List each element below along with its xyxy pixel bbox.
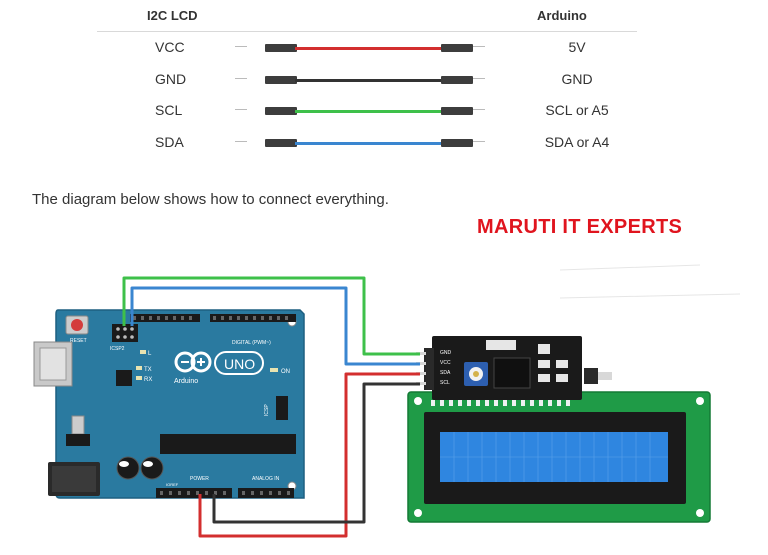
icsp2-header — [112, 324, 138, 342]
arduino-pin-label: 5V — [568, 39, 586, 55]
arduino-pin-label: GND — [561, 71, 593, 87]
icsp2-label: ICSP2 — [110, 346, 125, 352]
wire-stub — [473, 46, 485, 47]
wire-stub — [235, 141, 247, 142]
i2c-pin-label: VCC — [440, 360, 451, 366]
wire-red-vcc — [198, 372, 420, 538]
wire-plug — [441, 44, 473, 52]
usb-chip — [116, 370, 132, 386]
table-row: SCL SCL or A5 — [97, 101, 637, 121]
wire-stub — [235, 46, 247, 47]
wire-plug — [441, 139, 473, 147]
intro-text: The diagram below shows how to connect e… — [32, 191, 389, 208]
ioref-label: IOREF — [166, 482, 179, 487]
wiring-diagram: RESET ICSP2 DIGITAL (PWM~) UNO — [33, 264, 741, 538]
backlight-jumper — [584, 368, 598, 384]
table-row: VCC 5V — [97, 38, 637, 58]
atmega-chip — [160, 434, 296, 454]
rx-label: RX — [144, 377, 152, 383]
lcd-pin-label: VCC — [155, 39, 185, 55]
digital-label: DIGITAL (PWM~) — [232, 340, 271, 346]
i2c-pin-label: GND — [440, 350, 452, 356]
capacitor — [116, 456, 140, 480]
wire-black-gnd — [212, 382, 420, 524]
header-arduino: Arduino — [537, 8, 587, 23]
arduino-brand-text: Arduino — [174, 378, 198, 385]
icsp-header — [276, 396, 288, 420]
wire-plug — [265, 107, 297, 115]
reset-button — [71, 319, 83, 331]
analog-label: ANALOG IN — [252, 476, 280, 482]
wire-stub — [235, 109, 247, 110]
wire-plug — [441, 76, 473, 84]
wire-plug — [265, 139, 297, 147]
wire-stub — [235, 78, 247, 79]
wire-scl — [295, 110, 443, 113]
power-header — [156, 488, 294, 498]
header-divider — [97, 31, 637, 32]
wire-plug — [265, 44, 297, 52]
regulator — [71, 415, 85, 435]
wire-stub — [473, 109, 485, 110]
i2c-pin-label: SCL — [440, 380, 450, 386]
digital-header — [130, 314, 296, 322]
lcd-pin-label: SDA — [155, 134, 184, 150]
wire-stub — [473, 141, 485, 142]
power-label: POWER — [190, 476, 209, 482]
arduino-pin-label: SDA or A4 — [544, 134, 610, 150]
background-lines — [559, 264, 741, 299]
table-row: GND GND — [97, 70, 637, 90]
wire-green-scl — [122, 276, 420, 356]
table-row: SDA SDA or A4 — [97, 133, 637, 153]
reset-label: RESET — [70, 338, 87, 344]
wire-sda — [295, 142, 443, 145]
wire-gnd — [295, 79, 443, 82]
brand-watermark: MARUTI IT EXPERTS — [477, 216, 683, 238]
i2c-module: GND VCC SDA SCL — [416, 336, 612, 400]
wire-vcc — [295, 47, 443, 50]
i2c-pin-label: SDA — [440, 370, 451, 376]
lcd-pin-label: GND — [155, 71, 187, 87]
wire-stub — [473, 78, 485, 79]
l-led-label: L — [148, 351, 152, 357]
header-lcd: I2C LCD — [147, 8, 198, 23]
expander-chip — [493, 357, 531, 389]
arduino-board: RESET ICSP2 DIGITAL (PWM~) UNO — [33, 309, 305, 499]
wires — [122, 276, 420, 538]
uno-logo-text: UNO — [224, 356, 255, 372]
lcd-display — [407, 391, 711, 523]
on-label: ON — [281, 369, 290, 375]
wire-blue-sda — [130, 286, 420, 366]
tx-label: TX — [144, 367, 152, 373]
lcd-pin-label: SCL — [155, 102, 183, 118]
icsp-label: ICSP — [264, 404, 270, 416]
wire-plug — [265, 76, 297, 84]
arduino-logo — [174, 351, 264, 375]
arduino-pin-label: SCL or A5 — [545, 102, 609, 118]
wire-plug — [441, 107, 473, 115]
capacitor — [140, 456, 164, 480]
